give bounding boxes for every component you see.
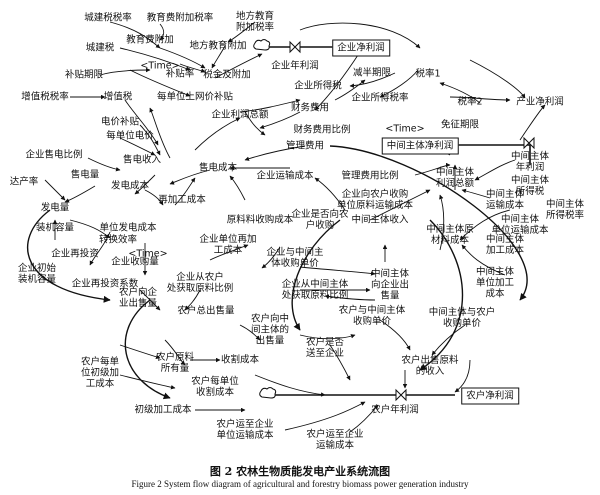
intermediate-revenue: 中间主体收入 [351,214,409,226]
enterprise-from-farmer-ratio: 企业从农户 处获取原料比例 [166,272,234,294]
farmer-raw-material-sales-revenue: 农户出售原料 的收入 [401,355,459,377]
time-shadow-variable: <Time> [385,123,425,135]
electricity-price-subsidy: 电价补贴 [100,116,140,128]
electricity-sales-cost: 售电成本 [198,162,238,174]
intermediate-total-profit: 中间主体 利润总额 [435,167,475,189]
enterprise-income-tax-rate: 企业所得税率 [351,92,409,104]
intermediate-net-profit-stock: 中间主体净利润 [381,137,459,155]
enterprise-profit-valve [289,40,301,54]
value-added-tax: 增值税 [103,91,133,103]
halving-period: 减半期限 [352,67,392,79]
urban-construction-tax-rate: 城建税税率 [84,12,132,24]
enterprise-reinvestment-coefficient: 企业再投资系数 [71,278,139,290]
enterprise-initial-installed-capacity: 企业初始 装机容量 [17,263,57,285]
intermediate-profit-valve [523,136,535,150]
enterprise-buys-from-farmer-flag: 企业是否向农 户收购 [291,209,349,231]
local-education-surcharge: 地方教育附加 [189,40,247,52]
farmer-to-enterprise-transport-cost: 农户运至企业 运输成本 [306,429,364,451]
farmer-delivers-to-enterprise-flag: 农户是否 送至企业 [305,337,345,359]
reprocessing-cost: 再加工成本 [158,194,206,206]
time-shadow-variable: <Time> [128,248,168,260]
enterprise-electricity-sales-ratio: 企业售电比例 [25,149,83,161]
electricity-sales-revenue: 售电收入 [122,154,162,166]
farmer-cloud-icon [259,387,277,399]
tax-rate-2: 税率2 [457,96,483,108]
farmer-net-profit-stock: 农户净利润 [461,387,519,405]
local-education-surcharge-rate: 地方教育 附加税率 [235,11,275,33]
management-expense-ratio: 管理费用比例 [341,170,399,182]
enterprise-from-intermediate-ratio: 企业从中间主体 处获取原料比例 [281,279,349,301]
electricity-sales-volume: 售电量 [70,169,100,181]
farmer-to-enterprise-sales: 农户向企 业出售量 [118,287,158,309]
farmer-to-intermediate-sales: 农户向中 间主体的 出售量 [250,313,290,347]
harvesting-cost: 收割成本 [220,354,260,366]
management-expense: 管理费用 [285,140,325,152]
subsidy-period: 补贴期限 [64,69,104,81]
flow-diagram-connections [26,21,546,433]
enterprise-net-profit-stock: 企业净利润 [332,39,390,57]
intermediate-profit-pipe [458,144,531,165]
exemption-period: 免征期限 [440,119,480,131]
farmer-unit-primary-processing-cost: 农户每单 位初级加 工成本 [80,356,120,390]
enterprise-transport-cost: 企业运输成本 [256,170,314,182]
farmer-to-enterprise-unit-transport-cost: 农户运至企业 单位运输成本 [216,419,274,441]
figure-caption-chinese: 图 2 农林生物质能发电产业系统流图 [209,465,391,478]
industry-net-profit: 产业净利润 [516,96,564,108]
time-shadow-variable: <Time> [140,60,180,72]
installed-capacity: 装机容量 [35,222,75,234]
subsidy-rate: 补贴率 [165,68,195,80]
intermediate-farmer-purchase-price: 中间主体与农户 收购单价 [428,307,496,329]
figure-caption-english: Figure 2 System flow diagram of agricult… [131,479,469,489]
per-unit-electricity-price: 每单位电价 [106,130,154,142]
power-generation-cost: 发电成本 [110,180,150,192]
urban-construction-tax: 城建税 [85,42,115,54]
conversion-efficiency: 转换效率 [98,234,138,246]
power-generation-volume: 发电量 [40,202,70,214]
intermediate-annual-profit: 中间主体 年利润 [510,151,550,173]
intermediate-unit-processing-cost: 中间主体 单位加工 成本 [475,266,515,300]
flow-valves [289,40,535,402]
enterprise-unit-reprocessing-cost: 企业单位再加 工成本 [199,234,257,256]
farmer-total-sales: 农户总出售量 [177,305,235,317]
tax-rate-1: 税率1 [415,68,441,80]
enterprise-total-profit: 企业利润总额 [211,109,269,121]
enterprise-intermediate-purchase-price: 企业与中间主 体收购单价 [266,247,324,269]
enterprise-to-farmer-unit-transport-cost: 企业向农户收购 单位原料运输成本 [336,189,414,211]
intermediate-raw-material-cost: 中间主体原 材料成本 [426,224,474,246]
causal-links [44,21,546,433]
intermediate-transport-cost: 中间主体 运输成本 [485,189,525,211]
intermediate-to-enterprise-sales: 中间主体 向企业出 售量 [370,268,410,302]
education-surcharge-rate: 教育费附加税率 [146,12,214,24]
source-clouds [253,39,277,399]
farmer-profit-valve [395,388,407,402]
farmer-raw-material-holdings: 农户原料 所有量 [155,352,195,374]
per-unit-grid-price-subsidy: 每单位上网价补贴 [156,91,234,103]
taxes-and-surcharges: 税金及附加 [203,69,251,81]
farmer-unit-harvesting-cost: 农户每单位 收割成本 [191,376,239,398]
capacity-utilization-rate: 达产率 [9,176,39,188]
intermediate-processing-cost: 中间主体 加工成本 [485,234,525,256]
vat-rate: 增值税税率 [21,91,69,103]
farmer-intermediate-purchase-price: 农户与中间主体 收购单价 [338,305,406,327]
intermediate-income-tax: 中间主体 所得税 [510,175,550,197]
financial-expense-ratio: 财务费用比例 [293,124,351,136]
enterprise-purchase-volume: 企业收购量 [111,256,159,268]
financial-expense: 财务费用 [290,102,330,114]
feedback-loops [26,145,528,400]
primary-processing-cost: 初级加工成本 [134,404,192,416]
intermediate-income-tax-rate: 中间主体 所得税率 [545,199,585,221]
enterprise-reinvestment: 企业再投资 [51,248,99,260]
farmer-annual-profit: 农户年利润 [371,404,419,416]
enterprise-cloud-icon [253,39,271,51]
unit-power-generation-cost: 单位发电成本 [99,222,157,234]
raw-material-purchase-cost: 原料料收购成本 [226,214,294,226]
education-surcharge: 教育费附加 [126,34,174,46]
enterprise-annual-profit: 企业年利润 [271,60,319,72]
enterprise-income-tax: 企业所得税 [294,80,342,92]
intermediate-unit-transport-cost: 中间主体 单位运输成本 [491,214,549,236]
